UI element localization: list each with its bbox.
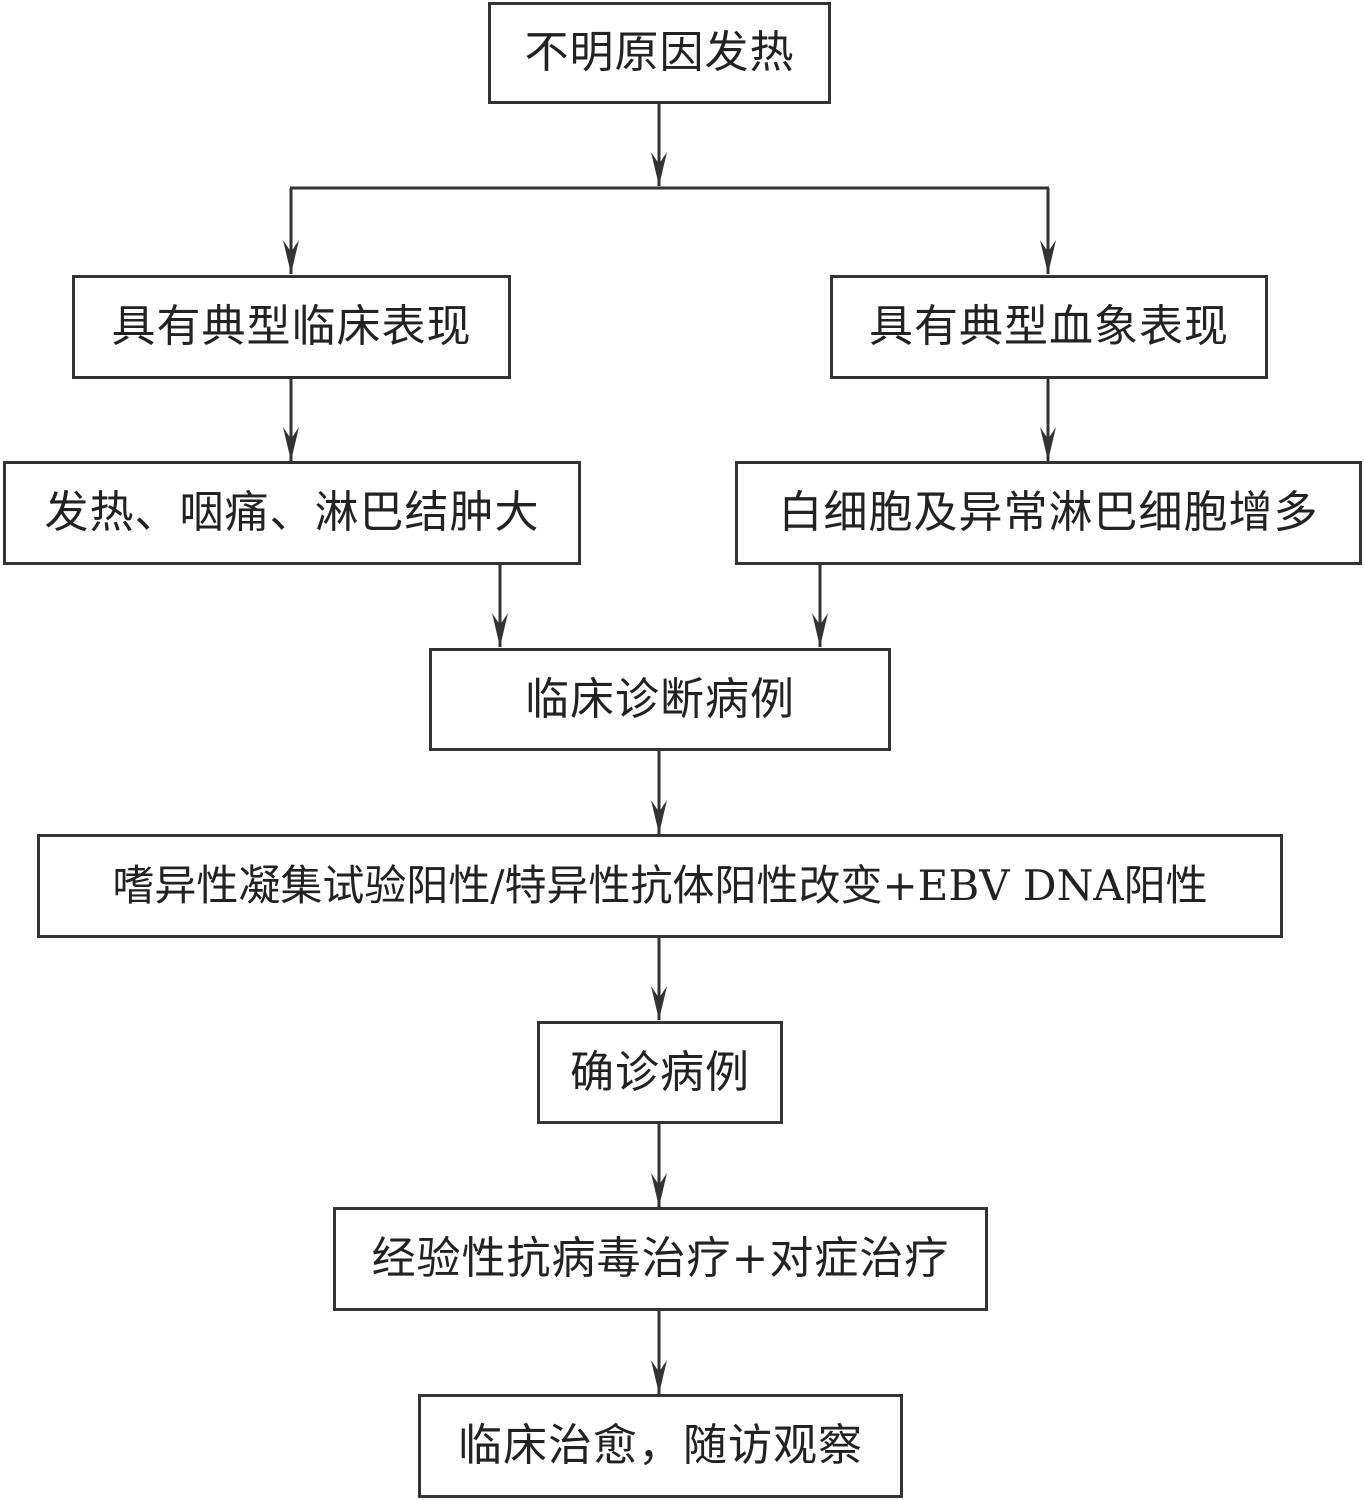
arrowhead-icon	[651, 1173, 667, 1207]
node-clinical-symptoms: 发热、咽痛、淋巴结肿大	[3, 461, 581, 565]
node-blood-findings: 白细胞及异常淋巴细胞增多	[735, 461, 1362, 565]
arrowhead-icon	[283, 427, 299, 461]
node-start: 不明原因发热	[488, 2, 831, 104]
arrowhead-icon	[651, 986, 667, 1020]
node-confirmed: 确诊病例	[537, 1021, 783, 1124]
node-clinical-typical: 具有典型临床表现	[72, 275, 511, 379]
arrowhead-icon	[651, 152, 667, 186]
node-treatment: 经验性抗病毒治疗+对症治疗	[333, 1207, 988, 1311]
arrowhead-icon	[1040, 240, 1056, 274]
node-outcome-label: 临床治愈，随访观察	[458, 1420, 863, 1471]
node-clinical-diagnosis: 临床诊断病例	[429, 648, 891, 751]
node-clinical-diagnosis-label: 临床诊断病例	[525, 673, 795, 725]
node-blood-typical: 具有典型血象表现	[830, 275, 1268, 379]
node-outcome: 临床治愈，随访观察	[418, 1394, 903, 1498]
node-blood-typical-label: 具有典型血象表现	[869, 301, 1229, 352]
node-blood-findings-label: 白细胞及异常淋巴细胞增多	[778, 487, 1319, 538]
node-lab-tests: 嗜异性凝集试验阳性/特异性抗体阳性改变+EBV DNA阳性	[37, 834, 1283, 938]
node-clinical-typical-label: 具有典型临床表现	[111, 301, 472, 352]
arrowhead-icon	[283, 240, 299, 274]
node-confirmed-label: 确诊病例	[570, 1046, 750, 1098]
node-treatment-label: 经验性抗病毒治疗+对症治疗	[371, 1233, 950, 1284]
arrowhead-icon	[812, 613, 828, 647]
node-lab-tests-label: 嗜异性凝集试验阳性/特异性抗体阳性改变+EBV DNA阳性	[112, 861, 1208, 910]
arrowhead-icon	[492, 613, 508, 647]
arrowhead-icon	[651, 800, 667, 834]
arrowhead-icon	[651, 1360, 667, 1394]
node-clinical-symptoms-label: 发热、咽痛、淋巴结肿大	[44, 487, 540, 538]
node-start-label: 不明原因发热	[524, 27, 795, 78]
arrowhead-icon	[1040, 427, 1056, 461]
